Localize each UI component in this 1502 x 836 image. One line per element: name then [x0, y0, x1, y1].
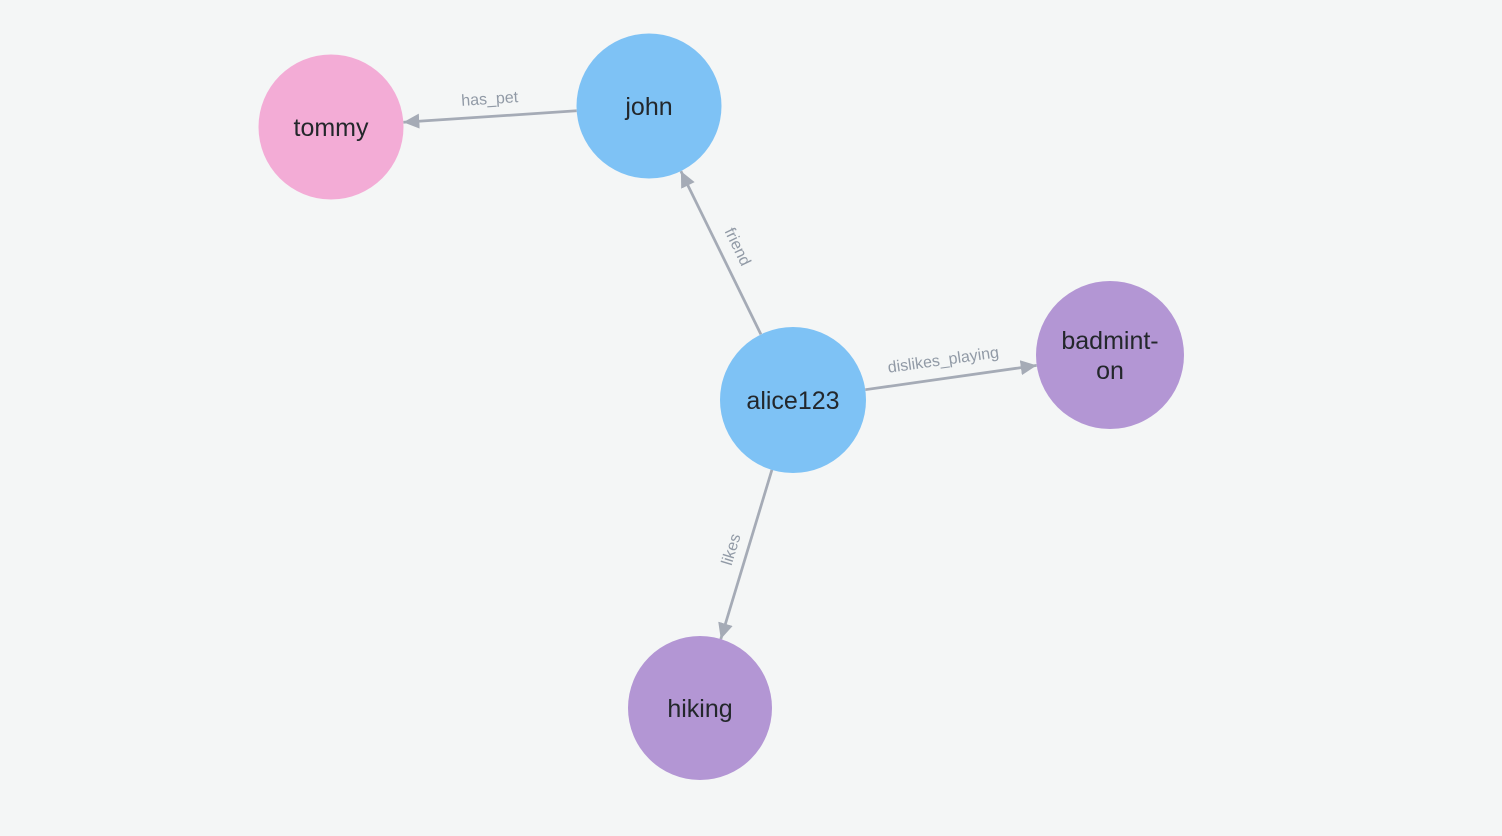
edge-dislikes-playing: dislikes_playing	[865, 344, 1037, 392]
edge-likes: likes	[718, 469, 774, 640]
node-circle-hiking[interactable]	[628, 636, 772, 780]
edge-line-has-pet[interactable]	[403, 109, 577, 129]
edge-line-likes[interactable]	[718, 469, 774, 640]
node-circle-john[interactable]	[576, 33, 722, 179]
edge-friend: friend	[679, 170, 763, 336]
edge-has-pet: has_pet	[403, 89, 577, 129]
node-circle-tommy[interactable]	[258, 54, 404, 200]
node-tommy: tommy	[258, 54, 404, 200]
node-circle-alice123[interactable]	[720, 327, 866, 473]
edge-label-likes[interactable]: likes	[719, 532, 745, 568]
node-alice123: alice123	[720, 327, 866, 473]
node-badminton: badmint- on	[1036, 281, 1184, 429]
edge-line-dislikes-playing[interactable]	[865, 360, 1037, 392]
node-circle-badminton[interactable]	[1036, 281, 1184, 429]
node-hiking: hiking	[628, 636, 772, 780]
edge-line-friend[interactable]	[679, 170, 763, 336]
node-john: john	[576, 33, 722, 179]
edge-label-has-pet[interactable]: has_pet	[461, 89, 519, 110]
